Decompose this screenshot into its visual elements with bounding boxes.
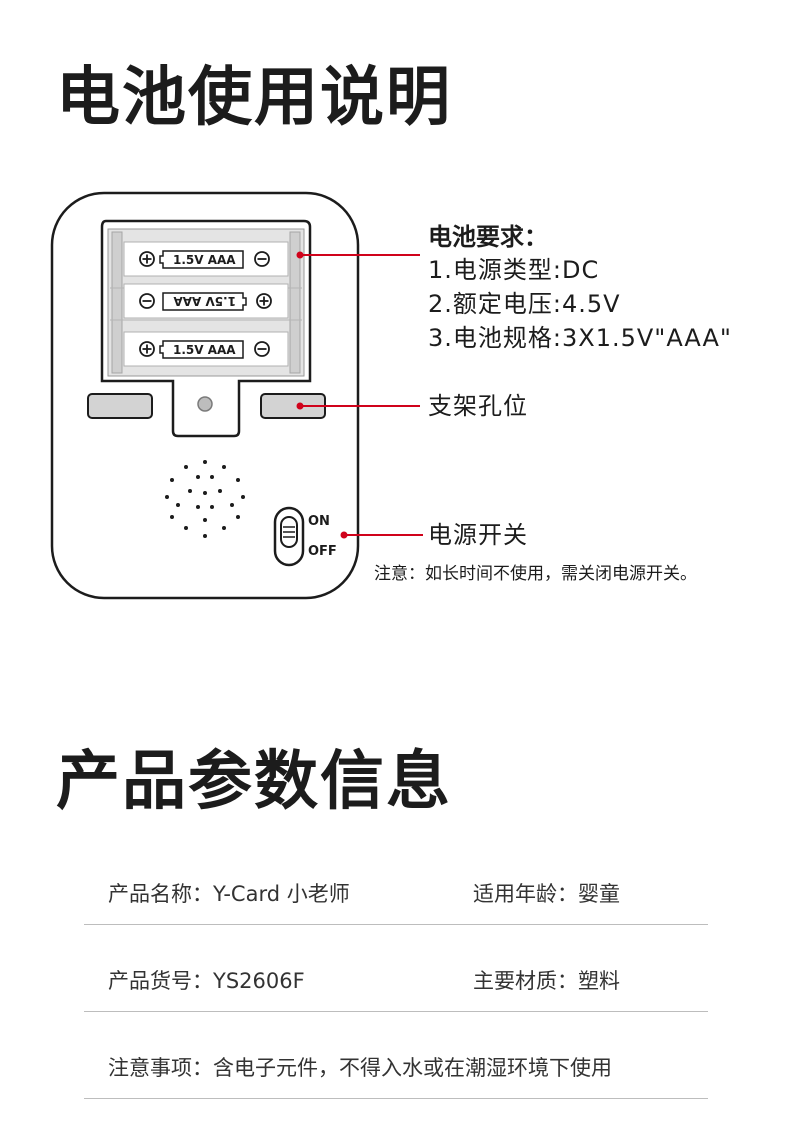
battery-section-title: 电池使用说明 <box>56 61 452 135</box>
battery-req-line-2: 2.额定电压:4.5V <box>428 290 621 318</box>
safety-notice: 注意事项：含电子元件，不得入水或在潮湿环境下使用 <box>108 1056 612 1080</box>
param-row-2: 产品货号：YS2606F 主要材质：塑料 <box>84 971 708 1012</box>
switch-off-label: OFF <box>308 544 337 559</box>
power-off-note: 注意：如长时间不使用，需关闭电源开关。 <box>374 564 697 584</box>
battery-req-line-3: 3.电池规格:3X1.5V"AAA" <box>428 324 732 352</box>
speaker-grille-icon <box>165 460 245 538</box>
cell-label: 1.5V AAA <box>173 294 236 308</box>
product-name: 产品名称：Y-Card 小老师 <box>108 882 350 906</box>
product-sku: 产品货号：YS2606F <box>108 969 305 993</box>
cell-label: 1.5V AAA <box>173 343 236 357</box>
params-section-title: 产品参数信息 <box>56 745 452 819</box>
cell-label: 1.5V AAA <box>173 253 236 267</box>
callout-switch-line <box>340 531 423 539</box>
callout-battery-line <box>296 251 420 259</box>
param-row-3: 注意事项：含电子元件，不得入水或在潮湿环境下使用 <box>84 1058 708 1099</box>
screw-hole-icon <box>197 396 213 412</box>
battery-requirements: 电池要求： 1.电源类型:DC 2.额定电压:4.5V 3.电池规格:3X1.5… <box>428 221 732 355</box>
power-switch-icon <box>273 506 305 567</box>
device-illustration: 1.5V AAA 1.5V AAA 1.5V AAA <box>50 191 423 600</box>
switch-on-label: ON <box>308 514 330 529</box>
suitable-age: 适用年龄：婴童 <box>473 882 620 906</box>
battery-cell-2: 1.5V AAA <box>123 283 289 319</box>
bracket-hole-label: 支架孔位 <box>428 392 528 420</box>
battery-req-line-1: 1.电源类型:DC <box>428 256 600 284</box>
battery-cell-1: 1.5V AAA <box>123 241 289 277</box>
power-switch-label: 电源开关 <box>428 521 528 549</box>
main-material: 主要材质：塑料 <box>473 969 620 993</box>
bracket-hole-left <box>87 393 153 419</box>
param-row-1: 产品名称：Y-Card 小老师 适用年龄：婴童 <box>84 884 708 925</box>
callout-bracket-line <box>296 402 420 410</box>
battery-req-title: 电池要求： <box>428 223 548 251</box>
battery-cell-3: 1.5V AAA <box>123 331 289 367</box>
